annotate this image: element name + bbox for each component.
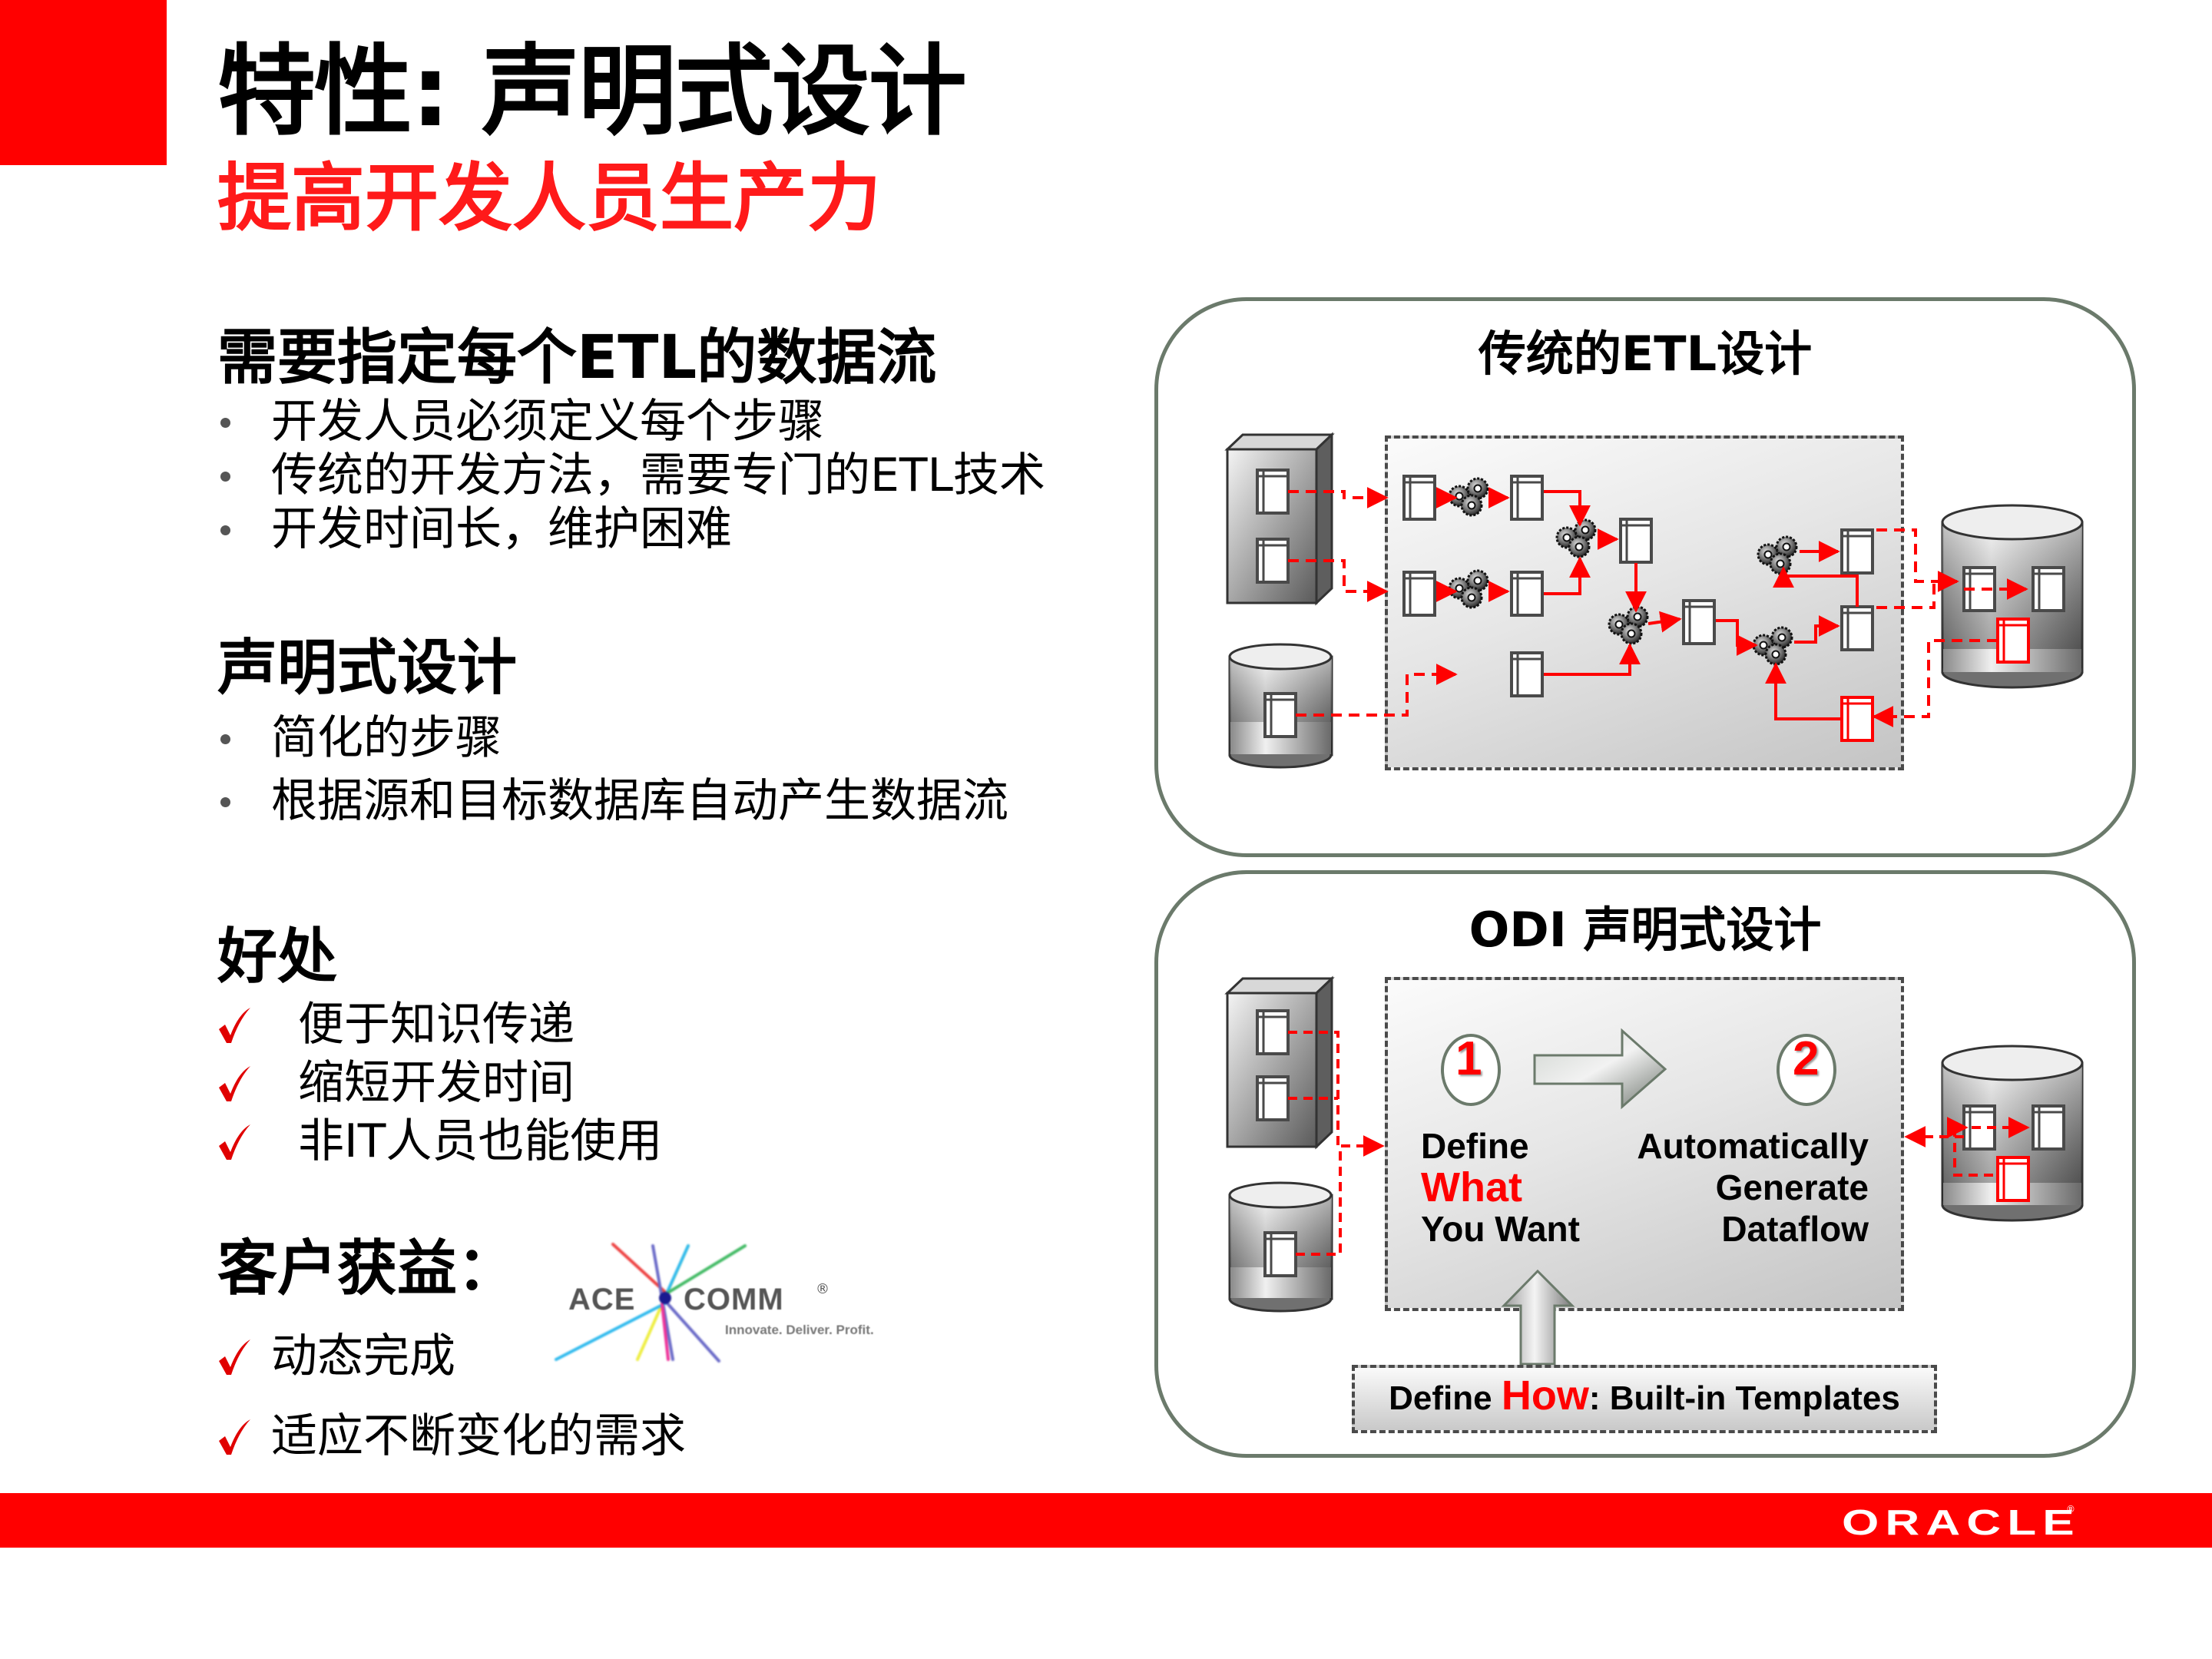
check-item: 动态完成 [217,1327,686,1386]
acecomm-name-right: COMM [684,1283,784,1316]
check-text: 动态完成 [271,1330,455,1383]
checkmark-icon [219,1008,250,1043]
odi-declarative-title: ODI 声明式设计 [1469,902,1822,958]
bullet-text: 开发时间长，维护困难 [271,502,732,556]
odi-process-panel [1385,977,1904,1311]
oracle-registered-mark: ® [2066,1504,2075,1515]
bullet-text: 传统的开发方法，需要专门的ETL技术 [271,449,1045,502]
check-item: 非IT人员也能使用 [217,1112,662,1171]
step-2-line-generate: Generate [1715,1167,1869,1207]
acecomm-logo: ACE COMM ® Innovate. Deliver. Profit. [545,1237,922,1375]
source-server-icon [1224,975,1335,1150]
check-text: 缩短开发时间 [298,1056,575,1110]
benefits-check-list: 便于知识传递 缩短开发时间 非IT人员也能使用 [217,995,662,1171]
bullet-item: 开发人员必须定义每个步骤 [217,395,1045,449]
bullet-text: 根据源和目标数据库自动产生数据流 [271,774,1008,828]
step-right-arrow-icon [1533,1028,1667,1110]
step-1-line-define: Define [1421,1126,1529,1166]
check-text: 便于知识传递 [298,998,575,1051]
oracle-logo: ORACLE [1842,1502,2081,1542]
step-2-line-dataflow: Dataflow [1721,1209,1869,1249]
customer-check-list: 动态完成 适应不断变化的需求 [217,1327,686,1465]
bullet-dot-icon [220,418,230,428]
traditional-etl-title: 传统的ETL设计 [1478,326,1813,382]
section-heading-customer: 客户获益： [217,1234,518,1303]
templates-up-arrow-icon [1501,1269,1575,1366]
target-database-icon [1941,504,2084,689]
check-item: 便于知识传递 [217,995,662,1054]
section-heading-benefits: 好处 [217,922,338,992]
step-1-circle [1441,1034,1501,1106]
checkmark-icon [219,1066,250,1101]
target-database-icon [1941,1045,2084,1222]
step-2-number: 2 [1793,1032,1820,1085]
bullet-item: 传统的开发方法，需要专门的ETL技术 [217,449,1045,502]
templates-label-prefix: Define [1389,1379,1502,1417]
step-1-line-what: What [1421,1164,1522,1210]
templates-label-how: How [1501,1373,1589,1419]
slide-subtitle: 提高开发人员生产力 [217,155,881,241]
step-1-number: 1 [1455,1032,1482,1085]
dataflow-bullet-list: 开发人员必须定义每个步骤 传统的开发方法，需要专门的ETL技术 开发时间长，维护… [217,395,1045,556]
bullet-dot-icon [220,797,230,807]
bullet-item: 开发时间长，维护困难 [217,502,1045,556]
section-heading-dataflow: 需要指定每个ETL的数据流 [217,323,937,392]
corner-accent-block [0,0,167,165]
declarative-bullet-list: 简化的步骤 根据源和目标数据库自动产生数据流 [217,707,1008,833]
bullet-text: 开发人员必须定义每个步骤 [271,395,824,449]
check-item: 缩短开发时间 [217,1054,662,1112]
footer-bar [0,1493,2212,1548]
section-heading-declarative: 声明式设计 [217,634,518,703]
check-item: 适应不断变化的需求 [217,1407,686,1465]
step-2-circle [1777,1034,1836,1106]
step-1-label: Define What You Want [1421,1125,1580,1250]
checkmark-icon [219,1339,250,1375]
step-2-line-automatically: Automatically [1637,1126,1869,1166]
acecomm-tagline: Innovate. Deliver. Profit. [725,1323,874,1337]
bullet-dot-icon [220,734,230,744]
starburst-icon [555,1243,747,1363]
bullet-item: 根据源和目标数据库自动产生数据流 [217,770,1008,833]
step-2-label: Automatically Generate Dataflow [1613,1125,1869,1250]
check-text: 适应不断变化的需求 [271,1409,686,1463]
step-1-line-want: You Want [1421,1209,1580,1249]
templates-box [1352,1365,1937,1433]
templates-label-suffix: : Built-in Templates [1588,1379,1900,1417]
check-text: 非IT人员也能使用 [298,1114,663,1168]
bullet-dot-icon [220,525,230,535]
checkmark-icon [219,1419,250,1455]
source-database-icon [1228,643,1333,769]
bullet-dot-icon [220,472,230,482]
slide-title: 特性: 声明式设计 [217,35,967,149]
source-database-icon [1228,1181,1333,1313]
acecomm-name-left: ACE [568,1283,636,1316]
checkmark-icon [219,1124,250,1160]
templates-label: Define How: Built-in Templates [1352,1375,1937,1419]
bullet-item: 简化的步骤 [217,707,1008,770]
bullet-text: 简化的步骤 [271,711,502,765]
acecomm-registered: ® [816,1281,830,1297]
